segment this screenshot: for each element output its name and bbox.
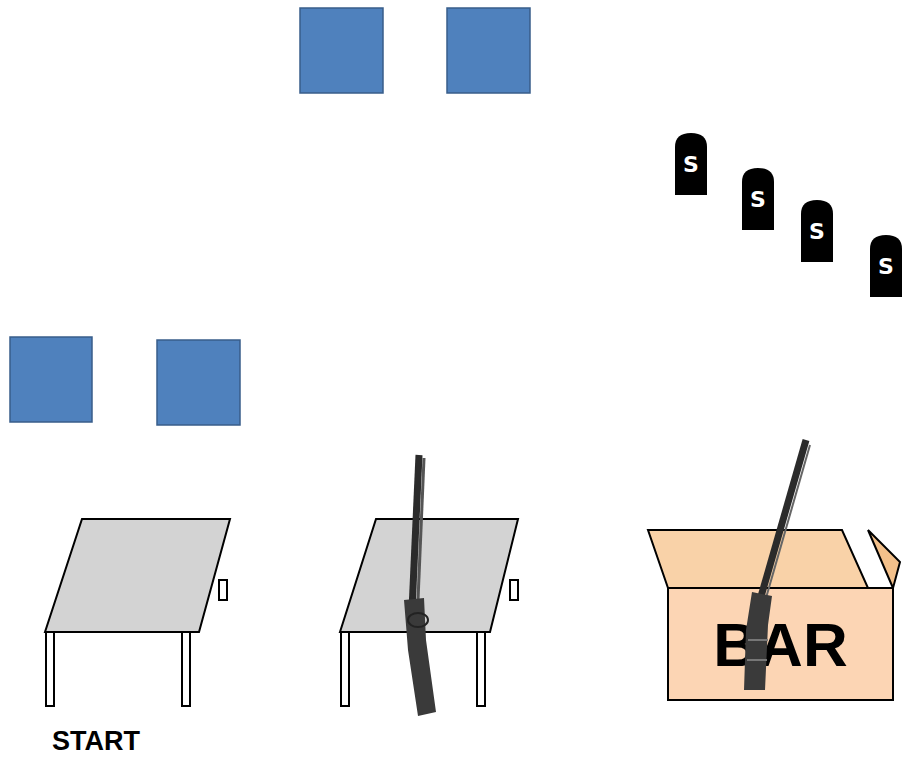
crate-label: BAR <box>668 588 893 700</box>
rifle <box>404 455 436 716</box>
tombstone-target: S <box>675 133 707 195</box>
target-letter: S <box>742 168 774 230</box>
tombstone-target: S <box>870 235 902 297</box>
bar-crate: BAR <box>668 588 893 700</box>
tombstone-target: S <box>742 168 774 230</box>
tombstone-target: S <box>801 200 833 262</box>
blue-target <box>10 8 530 425</box>
target-letter: S <box>801 200 833 262</box>
table <box>45 519 230 706</box>
position-label: START <box>52 726 140 757</box>
target-letter: S <box>675 133 707 195</box>
target-letter: S <box>870 235 902 297</box>
